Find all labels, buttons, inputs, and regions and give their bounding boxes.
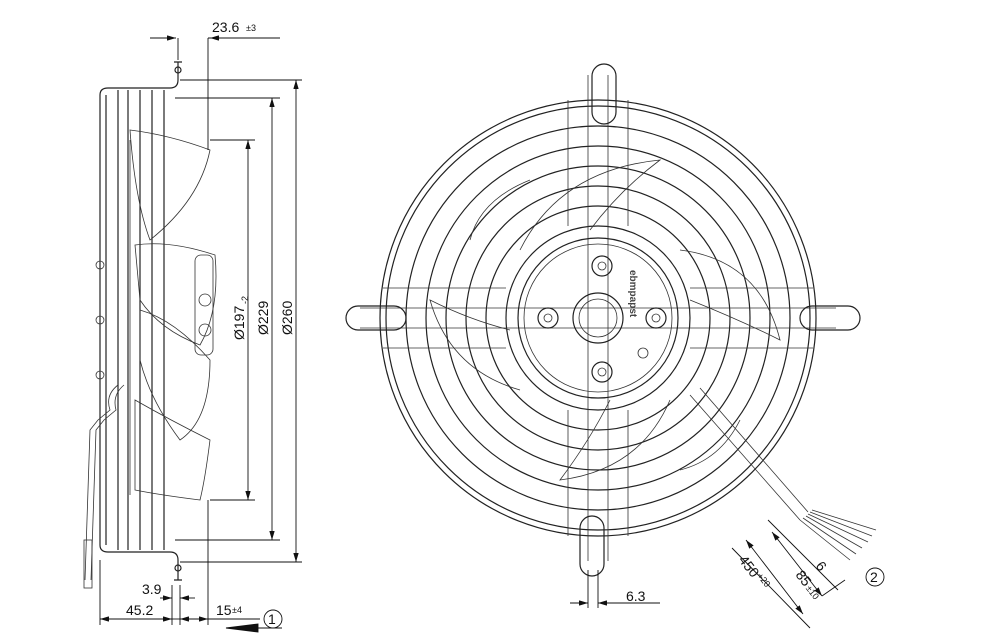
- svg-text:ebmpapst: ebmpapst: [627, 270, 638, 318]
- mounting-tabs: [345, 63, 861, 577]
- dim-3-9: 3.9: [142, 581, 162, 597]
- dim-strip-6: 6: [813, 558, 831, 574]
- cable-marker-2: 2: [870, 569, 878, 585]
- front-view: ebmpapst 6.3 450 +20 6 85 ±10: [345, 63, 885, 629]
- side-view: 23.6 ±3 Ø197 -2 Ø229 Ø260 3.9 45.2 15 ±4…: [83, 19, 302, 633]
- impeller-blades: [429, 159, 781, 481]
- front-dimension-lines: [570, 519, 885, 629]
- dim-dia-260: Ø260: [279, 301, 295, 335]
- dim-15-tolerance: ±4: [232, 605, 242, 615]
- dim-lead-85-tolerance: ±10: [804, 583, 821, 601]
- motor-hub: ebmpapst: [517, 237, 679, 399]
- cable: [689, 387, 877, 561]
- dim-15: 15: [216, 602, 232, 618]
- dim-dia-229: Ø229: [255, 301, 271, 335]
- dim-45-2: 45.2: [126, 602, 153, 618]
- guard-struts: [360, 75, 836, 561]
- dim-6-3: 6.3: [626, 588, 646, 604]
- dim-dia-197-tolerance: -2: [240, 296, 250, 304]
- ebmpapst-logo: ebmpapst: [627, 270, 638, 318]
- dim-23-6-tolerance: ±3: [246, 23, 256, 33]
- side-dimension-lines: [99, 35, 302, 633]
- dim-dia-197: Ø197: [231, 306, 247, 340]
- dim-23-6: 23.6: [212, 19, 239, 35]
- airflow-marker-1: 1: [268, 611, 276, 627]
- side-cable: [83, 260, 125, 589]
- side-blades: [129, 129, 217, 501]
